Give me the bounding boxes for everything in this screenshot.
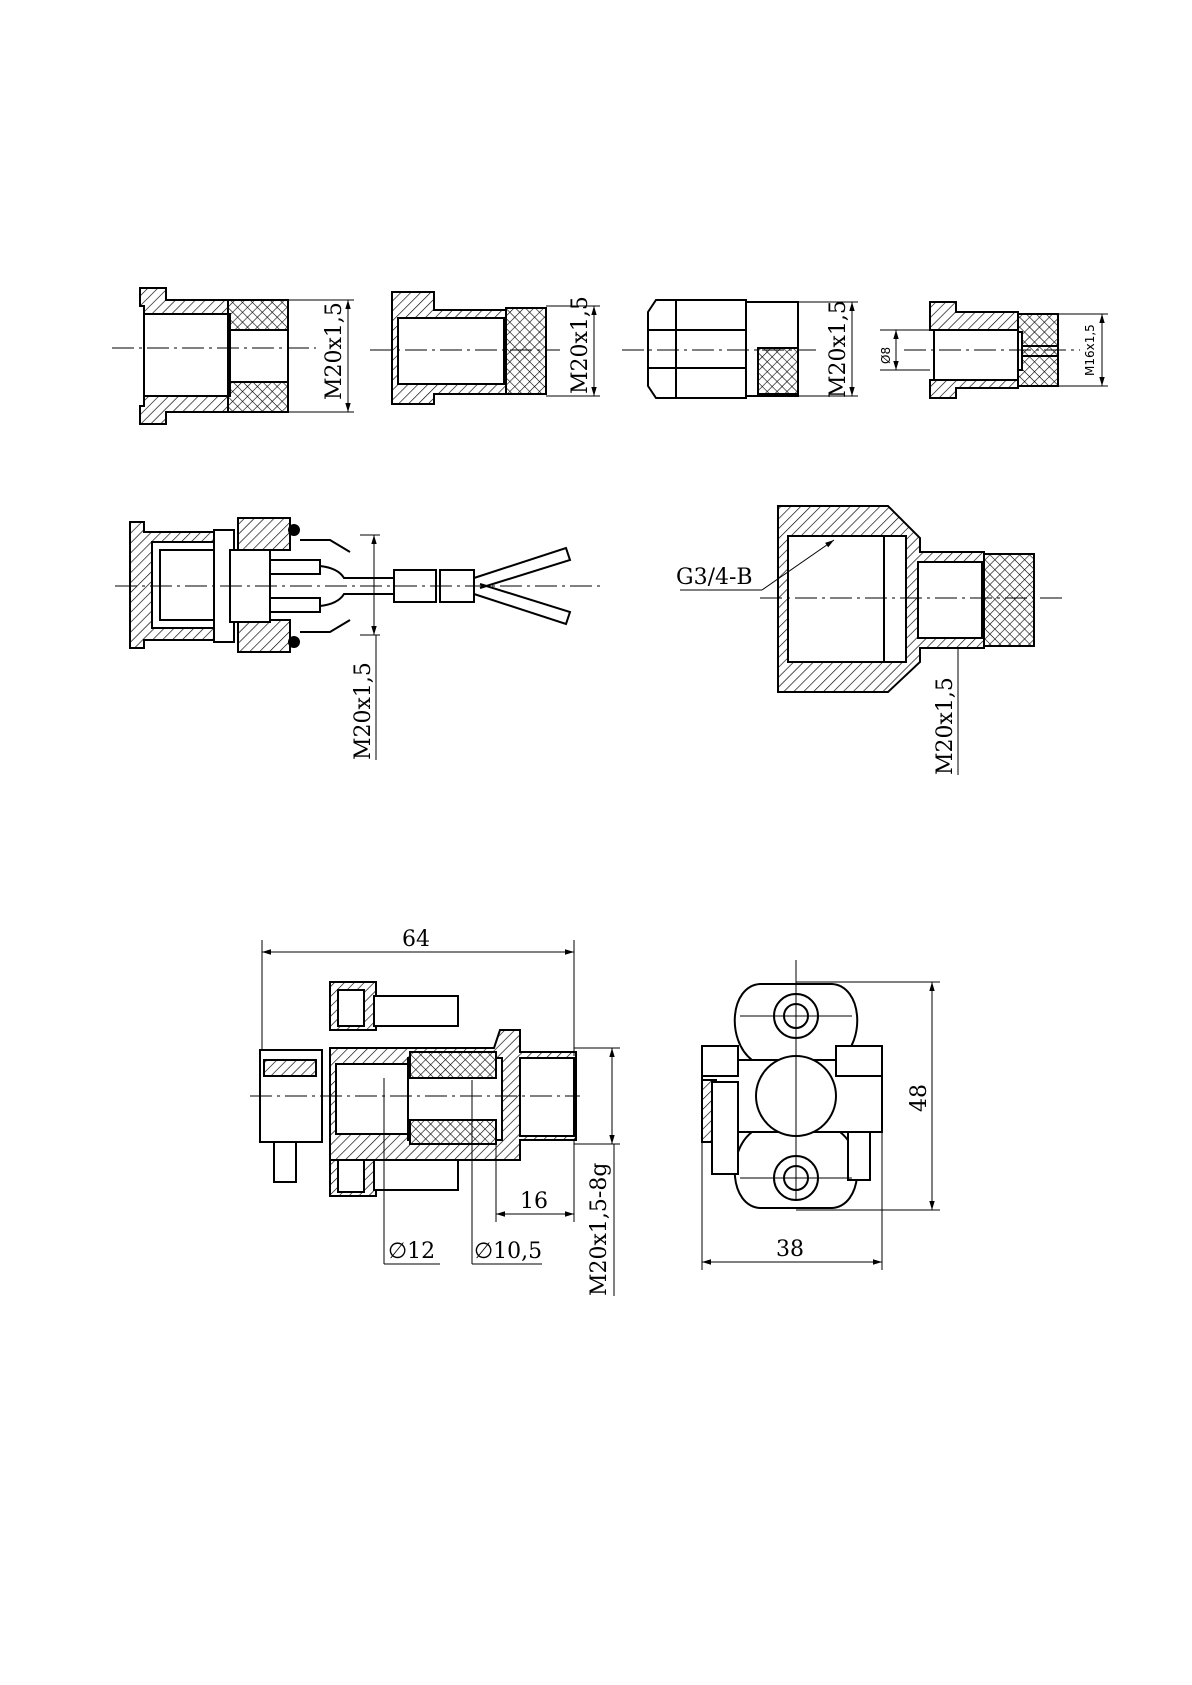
fitting-4: M16x1,5 Ø8 (879, 302, 1108, 398)
fitting-2-thread-label: M20x1,5 (568, 296, 593, 394)
side-thread-m20-8g-label: M20x1,5-8g (587, 1163, 612, 1296)
adapter-thread-m20-label: M20x1,5 (933, 677, 958, 775)
fitting-3: M20x1,5 (622, 300, 858, 398)
fitting-1: M20x1,5 (112, 288, 354, 424)
adapter-g34: G3/4-B M20x1,5 (676, 506, 1062, 775)
side-width-64-label: 64 (402, 927, 430, 952)
fitting-4-thread-label: M16x1,5 (1083, 324, 1097, 376)
front-width-38-label: 38 (776, 1237, 804, 1262)
cable-connector: M20x1,5 (115, 518, 600, 760)
cable-connector-thread-label: M20x1,5 (351, 662, 376, 760)
fitting-1-thread-label: M20x1,5 (322, 302, 347, 400)
side-length-16-label: 16 (520, 1189, 548, 1214)
assembly-side-view: 64 M20x1,5-8g 16 ∅12 ∅10,5 (250, 927, 620, 1296)
side-diameter-105-label: ∅10,5 (474, 1239, 542, 1264)
fitting-3-thread-label: M20x1,5 (826, 300, 851, 398)
adapter-thread-g34-label: G3/4-B (676, 565, 753, 590)
front-height-48-label: 48 (907, 1084, 932, 1112)
side-diameter-12-label: ∅12 (388, 1239, 435, 1264)
fitting-4-diameter-label: Ø8 (879, 347, 893, 364)
assembly-front-view: 48 38 (702, 960, 940, 1270)
fitting-2: M20x1,5 (370, 292, 600, 404)
